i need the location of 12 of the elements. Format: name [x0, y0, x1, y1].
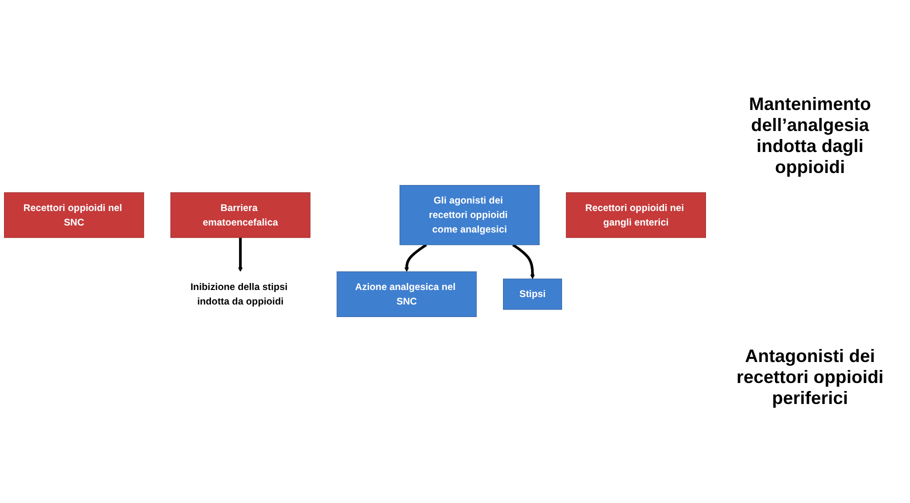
arrow: [512, 244, 535, 280]
node-box: Azione analgesica nel SNC: [336, 272, 477, 318]
node-box: Gli agonisti dei recettori oppioidi come analgesici: [400, 186, 540, 246]
node-box: Barriera ematoencefalica: [170, 192, 310, 238]
arrow: [404, 244, 427, 272]
node-box: Recettori oppioidi nei gangli enterici: [566, 192, 706, 238]
note-text: Antagonisti dei recettori oppioidi periferici: [735, 346, 884, 409]
node-box: Recettori oppioidi nel SNC: [4, 192, 144, 238]
node-text: Inibizione della stipsi indotta da oppioidi: [190, 282, 288, 308]
note-text: Mantenimento dell’analgesia indotta dagli oppioidi: [748, 94, 872, 178]
node-box: Stipsi: [503, 279, 562, 310]
arrow: [238, 238, 243, 272]
